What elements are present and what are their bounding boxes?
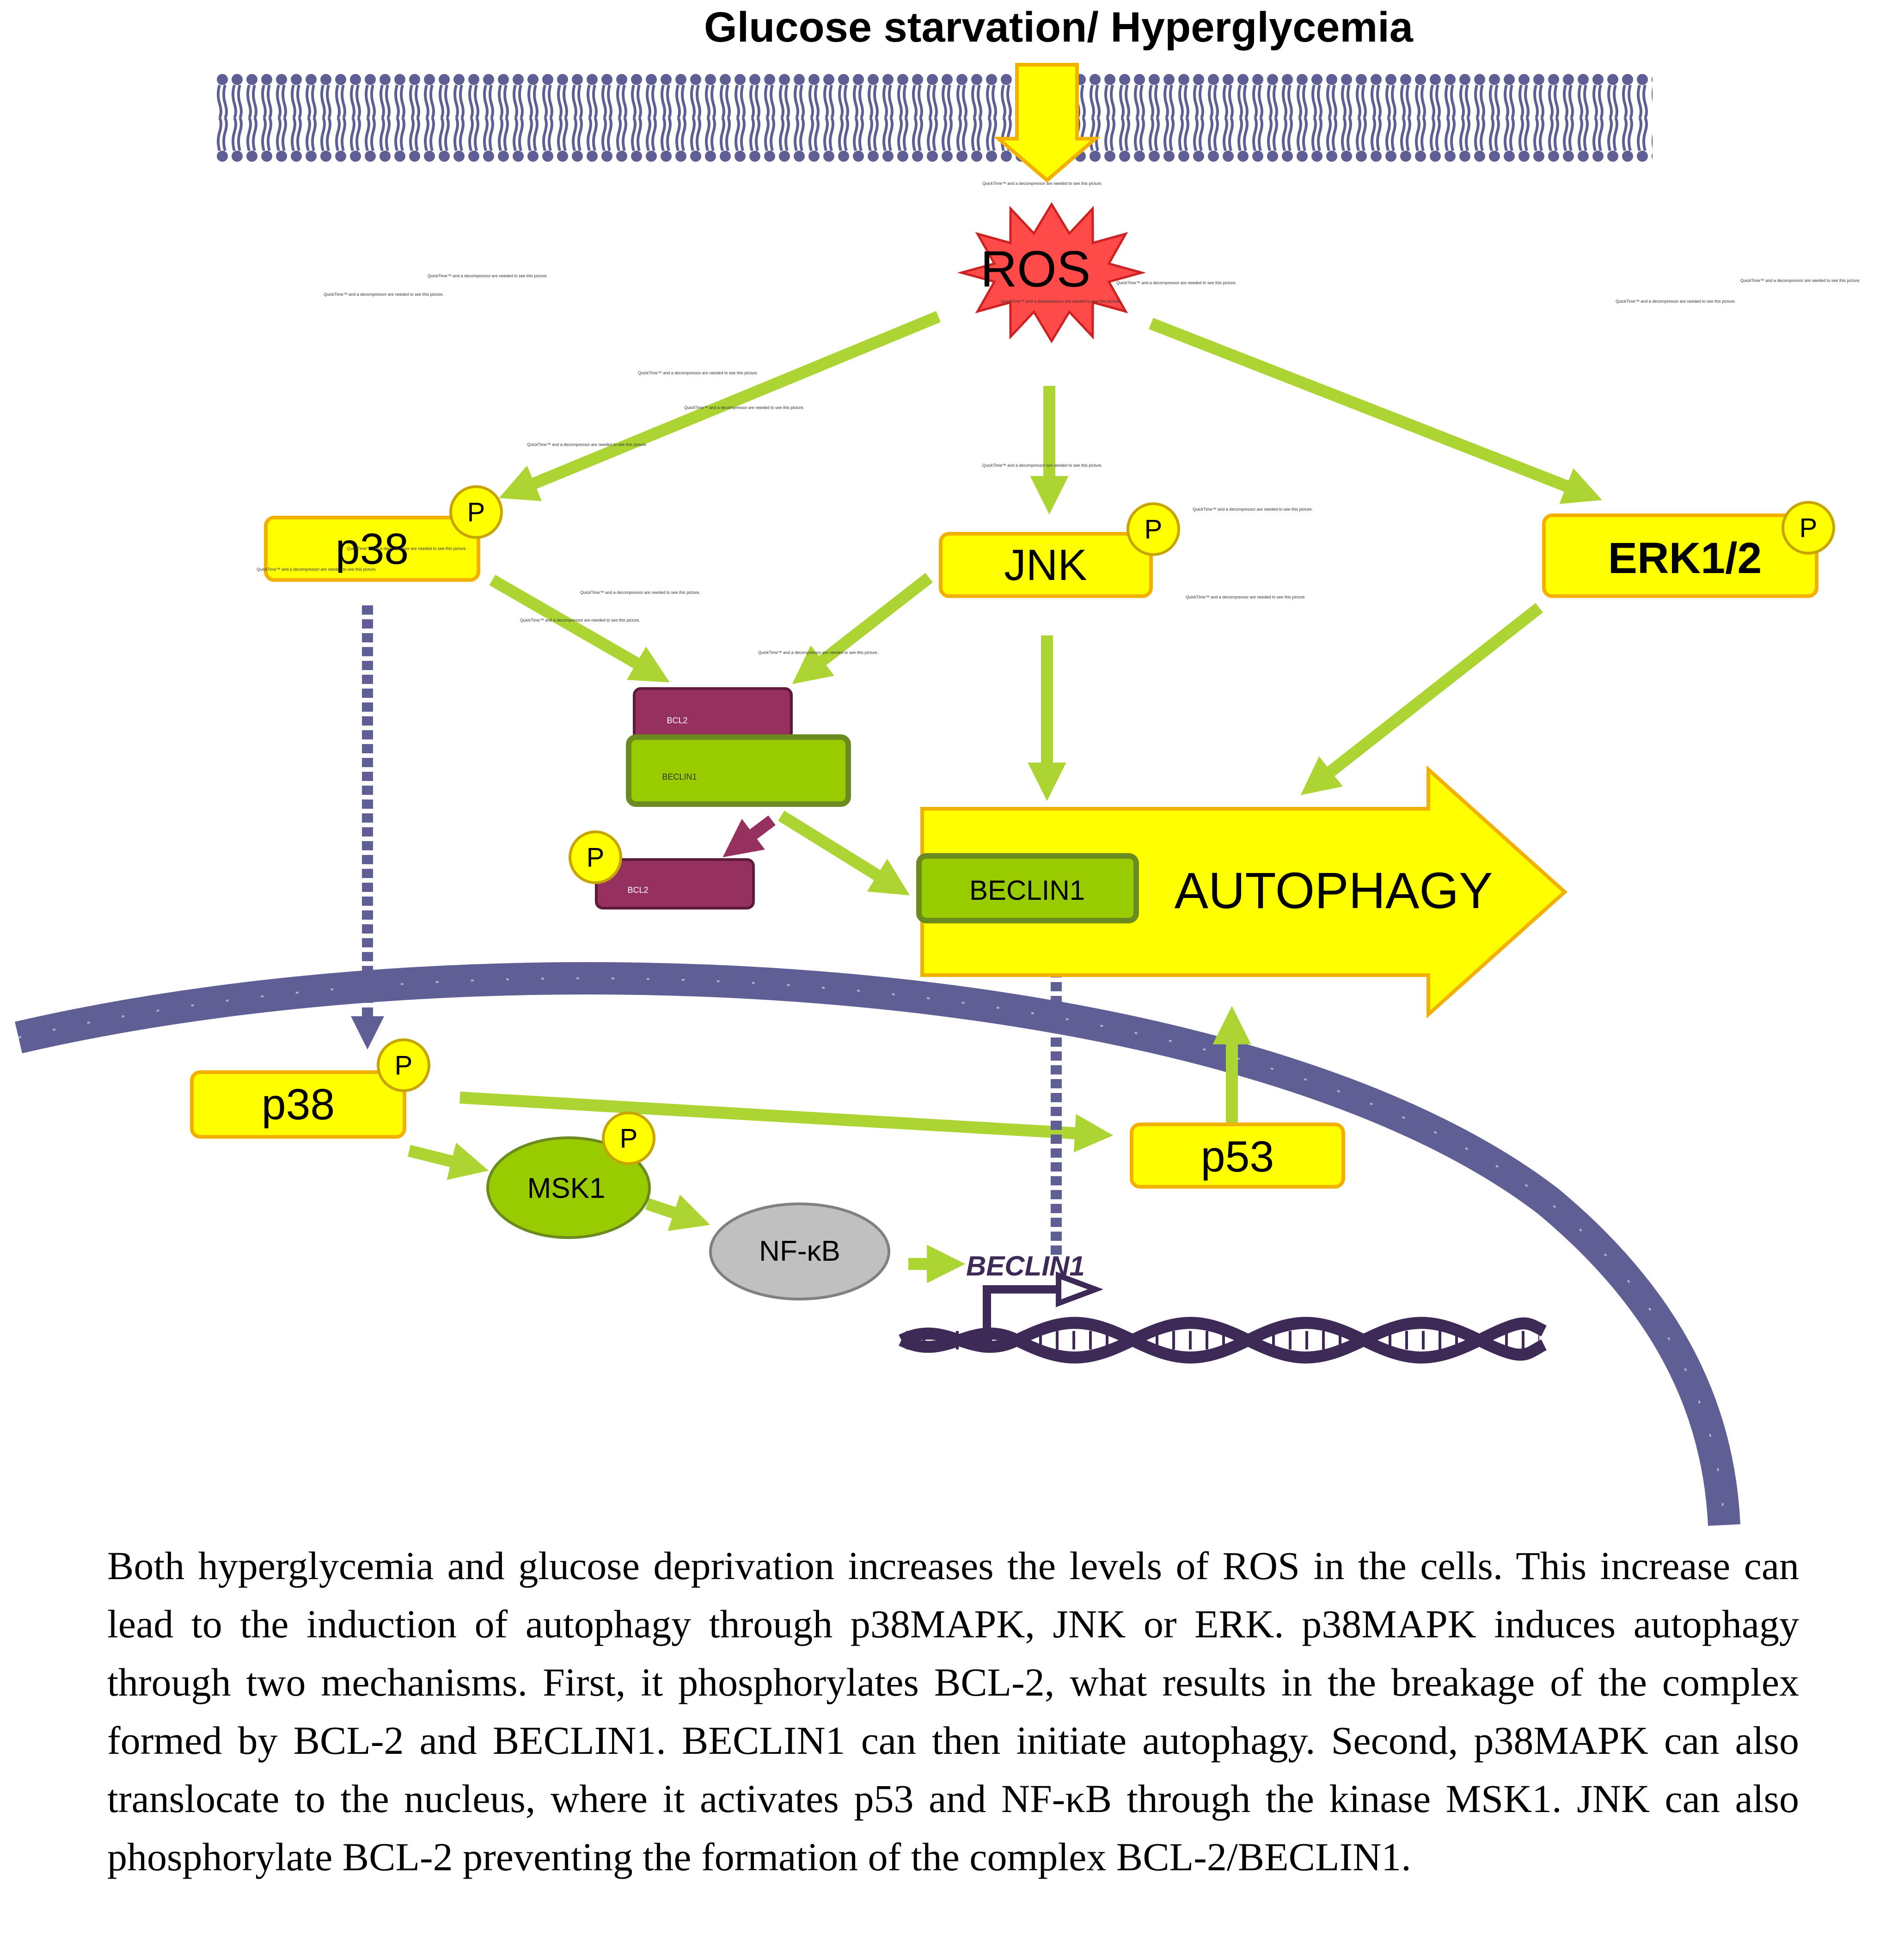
bcl2-phospho-badge [569,830,622,884]
p38-nucleus-phospho-label: P [395,1050,413,1080]
nuclear-envelope [15,962,1740,1526]
placeholder-text: QuickTime™ and a decompressor are needed… [520,618,640,622]
msk1-phospho-label: P [620,1123,638,1153]
p38-nucleus-label: p38 [262,1080,335,1129]
p38-nucleus-box [190,1070,406,1139]
placeholder-text: QuickTime™ and a decompressor are needed… [684,405,804,410]
erk-box [1542,513,1818,598]
autophagy-arrow [920,765,1567,1019]
p53-box [1130,1123,1345,1189]
jnk-phospho-badge [1126,502,1180,556]
arrow-p38-p53 [459,1092,1114,1153]
translocation-arrows [351,605,1073,1255]
p53-label: p53 [1201,1132,1274,1181]
placeholder-text: QuickTime™ and a decompressor are needed… [1740,278,1861,283]
placeholder-text: QuickTime™ and a decompressor are needed… [428,274,548,278]
nfkb-label: NF-κB [759,1235,840,1267]
arrow-bcl2-release [722,815,776,857]
p38-phospho-label: P [467,497,485,527]
jnk-label: JNK [1004,541,1087,590]
activation-arrows [407,311,1602,1283]
beclin1-gene-label: BECLIN1 [966,1251,1085,1282]
arrow-p38-bcl2 [489,574,670,683]
nfkb-ellipse [709,1202,890,1300]
placeholder-text: QuickTime™ and a decompressor are needed… [1001,299,1121,304]
placeholder-text: QuickTime™ and a decompressor are needed… [257,567,377,572]
p38-phospho-badge [449,485,503,539]
arrow-ros-erk [1149,317,1602,504]
bcl2-phospho-p-label: P [587,842,605,873]
bcl2-phospho-box-label: BCL2 [627,885,648,895]
promoter-arrow [983,1285,1063,1343]
plasma-membrane [215,74,1653,162]
placeholder-text: QuickTime™ and a decompressor are needed… [347,546,467,551]
erk-phospho-badge [1782,501,1835,555]
placeholder-text: QuickTime™ and a decompressor are needed… [527,442,647,447]
placeholder-texts: QuickTime™ and a decompressor are needed… [257,181,1861,655]
stimulus-arrow [993,63,1101,183]
placeholder-text: QuickTime™ and a decompressor are needed… [324,292,444,297]
placeholder-text: QuickTime™ and a decompressor are needed… [982,463,1102,468]
placeholder-text: QuickTime™ and a decompressor are needed… [1616,299,1736,304]
figure-caption: Both hyperglycemia and glucose deprivati… [107,1544,1799,1879]
placeholder-text: QuickTime™ and a decompressor are needed… [1116,281,1237,285]
erk-label: ERK1/2 [1608,534,1762,583]
placeholder-text: QuickTime™ and a decompressor are needed… [1186,595,1306,599]
bcl2-box [633,687,793,741]
placeholder-text: QuickTime™ and a decompressor are needed… [982,181,1102,186]
msk1-phospho-badge [602,1111,655,1165]
beclin1-complex-label: BECLIN1 [662,772,697,781]
beclin1-box [916,853,1139,923]
msk1-ellipse [486,1136,651,1239]
arrow-jnk-bcl2 [792,573,933,684]
promoter-arrow-head [1056,1271,1104,1307]
placeholder-text: QuickTime™ and a decompressor are needed… [638,371,758,375]
autophagy-label: AUTOPHAGY [1175,862,1493,919]
diagram-title: Glucose starvation/ Hyperglycemia [704,4,1414,51]
bcl2-label: BCL2 [667,716,687,725]
p38-nucleus-phospho-badge [377,1038,430,1092]
jnk-box [939,532,1153,598]
arrow-ros-p38 [499,311,941,501]
arrow-erk-autophagy [1300,603,1543,795]
dna-strand-2 [899,1317,1547,1364]
placeholder-text: QuickTime™ and a decompressor are needed… [1193,507,1313,512]
ros-burst [957,202,1146,343]
erk-phospho-label: P [1800,513,1818,543]
placeholder-text: QuickTime™ and a decompressor are needed… [580,590,700,595]
msk1-label: MSK1 [527,1172,606,1204]
beclin1-complex-box [626,734,851,807]
p38-cytoplasm-label: p38 [336,525,409,574]
placeholder-text: QuickTime™ and a decompressor are needed… [758,650,878,655]
arrow-complex-beclin1 [778,810,910,896]
arrow-msk1-nfkb [645,1194,710,1231]
beclin1-label: BECLIN1 [969,875,1085,906]
p38-cytoplasm-box [264,516,480,582]
arrow-p38-msk1 [407,1142,489,1180]
jnk-phospho-label: P [1145,514,1163,544]
ros-label: ROS [980,241,1090,298]
